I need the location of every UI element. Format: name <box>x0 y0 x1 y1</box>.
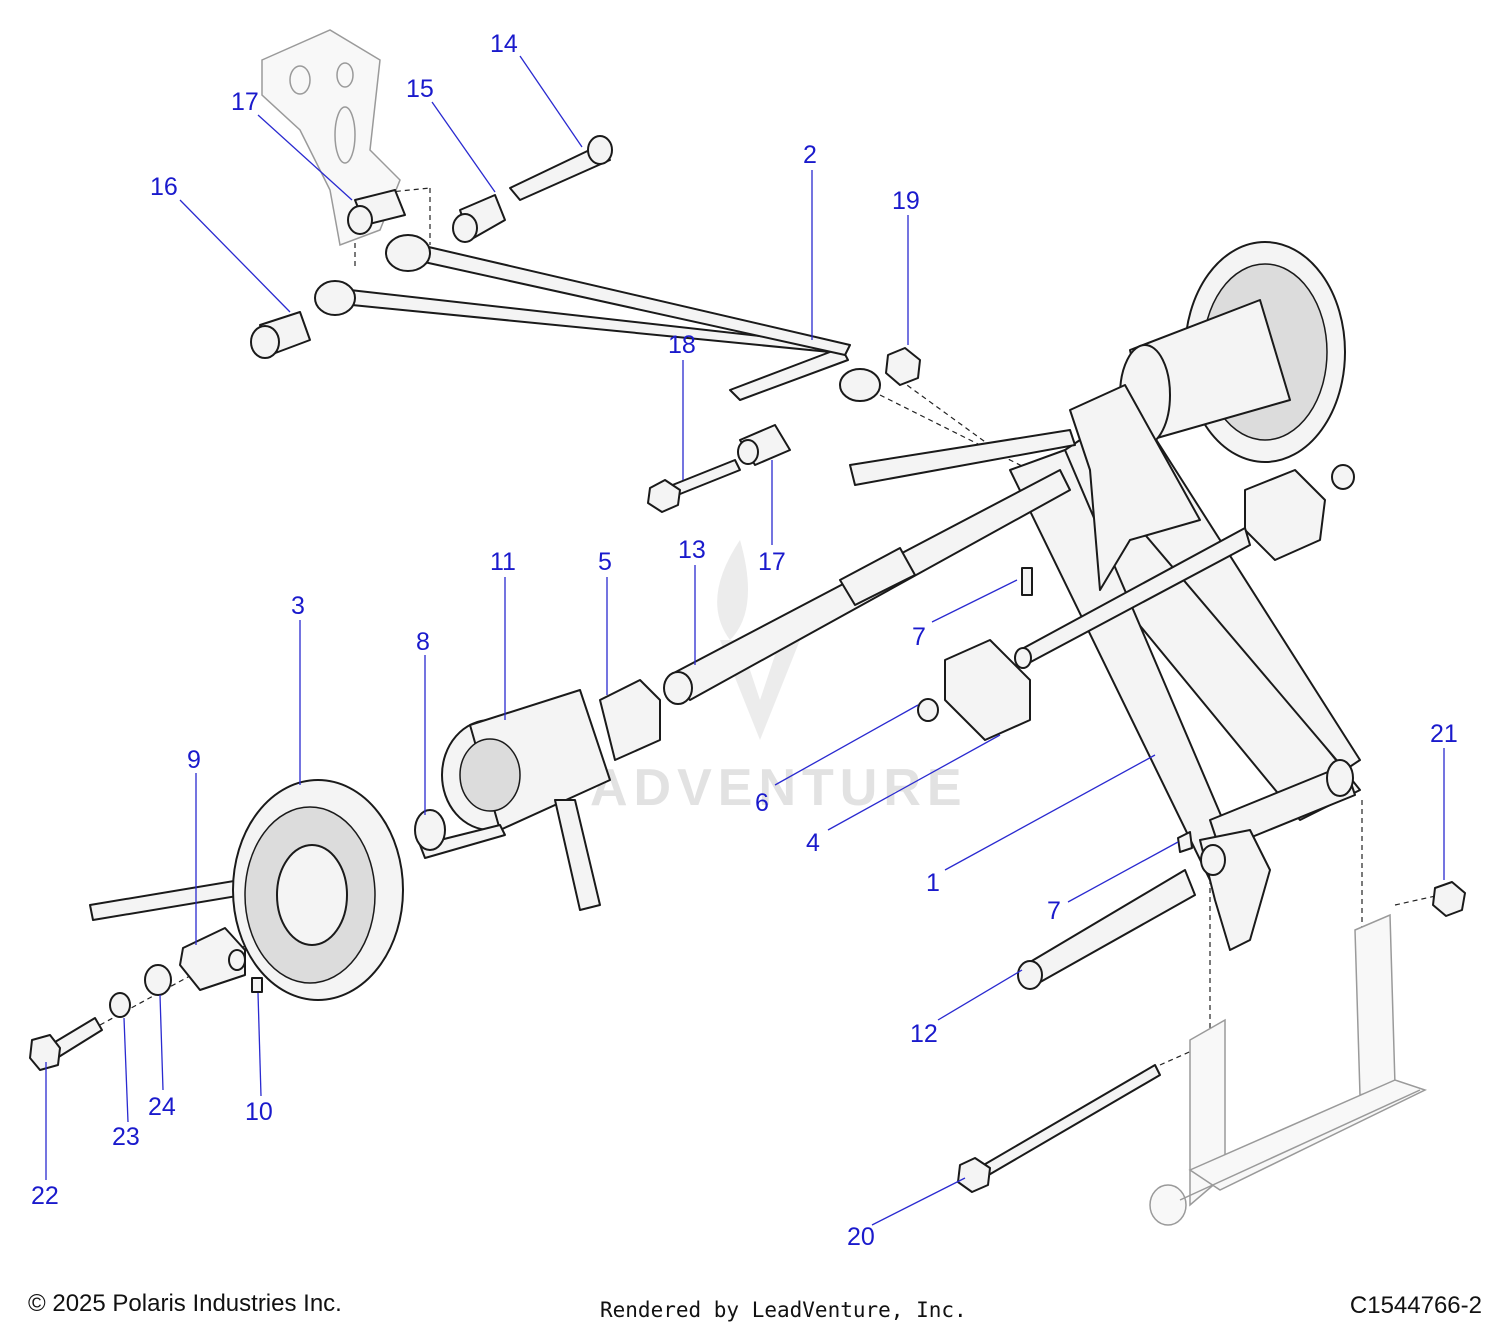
callout-9: 9 <box>187 746 201 774</box>
watermark: ADVENTURE <box>590 540 968 817</box>
hardware-upper <box>647 347 921 513</box>
callout-1: 1 <box>926 869 940 897</box>
callout-16: 16 <box>150 173 178 201</box>
callout-5: 5 <box>598 548 612 576</box>
callout-7a: 7 <box>912 623 926 651</box>
callouts: 14 17 15 16 2 19 18 17 13 11 5 3 8 7 9 6… <box>31 30 1458 1251</box>
copyright-text: © 2025 Polaris Industries Inc. <box>28 1290 342 1317</box>
callout-18: 18 <box>668 331 696 359</box>
callout-24: 24 <box>148 1093 176 1121</box>
callout-23: 23 <box>112 1123 140 1151</box>
right-spring-assembly <box>1069 241 1346 591</box>
torque-arm <box>314 234 881 402</box>
callout-17a: 17 <box>231 88 259 116</box>
rendered-by-text: Rendered by LeadVenture, Inc. <box>600 1298 967 1322</box>
left-spring-assembly <box>414 679 661 911</box>
left-wheel-assembly <box>29 779 404 1071</box>
frame-bracket-upper <box>261 29 401 247</box>
callout-21: 21 <box>1430 720 1458 748</box>
callout-6: 6 <box>755 789 769 817</box>
bushings-upper <box>250 135 613 359</box>
callout-11: 11 <box>490 548 516 576</box>
callout-8: 8 <box>416 628 430 656</box>
callout-7b: 7 <box>1047 897 1061 925</box>
hardware-lower <box>957 869 1466 1193</box>
callout-4: 4 <box>806 829 820 857</box>
callout-12: 12 <box>910 1020 938 1048</box>
watermark-text: ADVENTURE <box>590 759 968 817</box>
cross-shaft <box>663 429 1076 705</box>
callout-17b: 17 <box>758 548 786 576</box>
callout-20: 20 <box>847 1223 875 1251</box>
diagram-id: C1544766-2 <box>1349 1292 1482 1319</box>
slider-blocks <box>917 464 1355 853</box>
callout-3: 3 <box>291 592 305 620</box>
callout-14: 14 <box>490 30 518 58</box>
callout-2: 2 <box>803 141 817 169</box>
callout-19: 19 <box>892 187 920 215</box>
callout-15: 15 <box>406 75 434 103</box>
leader-lines <box>45 55 1445 1226</box>
callout-22: 22 <box>31 1182 59 1210</box>
frame-bracket-lower <box>1149 913 1427 1226</box>
callout-13: 13 <box>678 536 706 564</box>
callout-10: 10 <box>245 1098 273 1126</box>
